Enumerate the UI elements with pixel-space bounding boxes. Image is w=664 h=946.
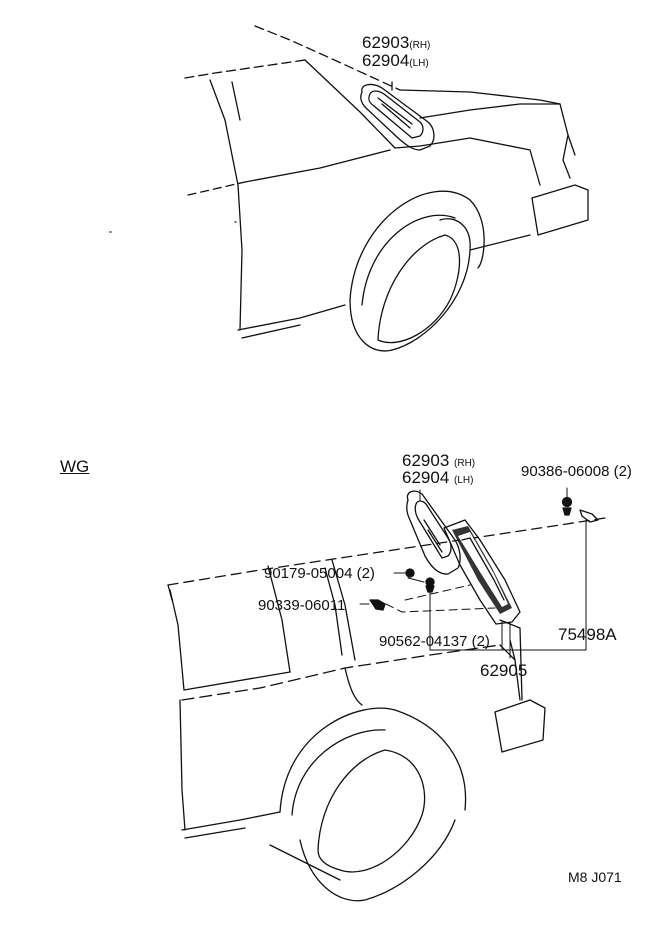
bottom-car-body — [167, 517, 606, 902]
bottom-part-lh-side: (LH) — [454, 475, 474, 486]
bottom-part-62904-label: 62904 (LH) — [402, 469, 473, 486]
fasteners — [369, 496, 599, 611]
grommet-label: 90562-04137 (2) — [379, 633, 490, 650]
top-quarter-louver — [360, 81, 435, 151]
top-car-body — [109, 25, 589, 352]
clip-upper-label: 90386-06008 (2) — [521, 463, 632, 480]
bottom-part-62903-label: 62903 (RH) — [402, 452, 475, 469]
bottom-part-lh-number: 62904 — [402, 468, 450, 487]
louver-assembly-label: 75498A — [558, 625, 617, 644]
top-part-lh-side: (LH) — [409, 58, 429, 69]
top-part-rh-number: 62903 — [362, 33, 410, 52]
screw-label: 90339-06011 — [258, 597, 346, 614]
top-part-lh-number: 62904 — [362, 51, 410, 70]
top-part-62903-label: 62903(RH) — [362, 34, 430, 51]
leader-lines — [359, 487, 587, 659]
garnish-label: 62905 — [480, 661, 528, 680]
top-part-rh-side: (RH) — [409, 40, 431, 51]
bottom-quarter-louver — [406, 490, 461, 575]
bottom-part-rh-number: 62903 — [402, 451, 450, 470]
bottom-part-rh-side: (RH) — [454, 458, 476, 469]
top-part-62904-label: 62904(LH) — [362, 52, 429, 69]
variant-code-label: WG — [60, 457, 90, 476]
clip-nut-label: 90179-05004 (2) — [264, 565, 375, 582]
drawing-code-label: M8 J071 — [568, 869, 622, 885]
bottom-garnish — [443, 519, 521, 625]
